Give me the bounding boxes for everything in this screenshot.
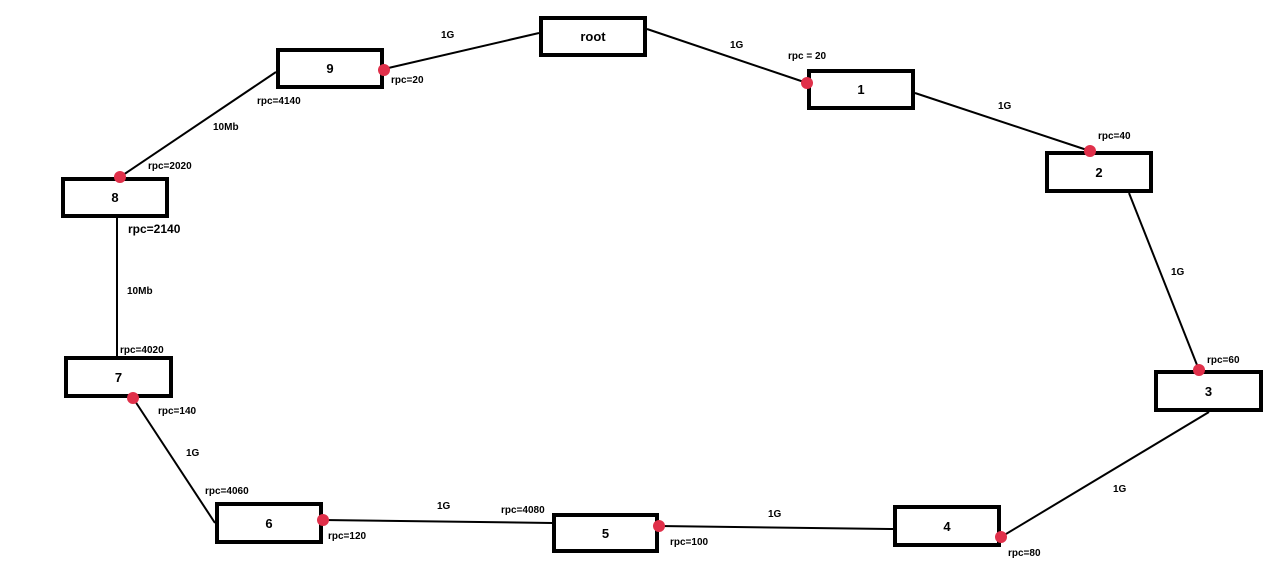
node-5: 5 <box>552 513 659 553</box>
rpc-node-4-port: rpc=80 <box>1008 548 1041 559</box>
rpc-node-5-port: rpc=100 <box>670 537 709 548</box>
port-node-1 <box>801 77 813 89</box>
rpc-node-9-left: rpc=4140 <box>257 96 301 107</box>
node-1-label: 1 <box>857 82 865 97</box>
node-9-label: 9 <box>326 61 334 76</box>
bw-9-root: 1G <box>441 30 455 41</box>
port-node-6 <box>317 514 329 526</box>
link-root-1 <box>646 28 808 84</box>
bw-8-9: 10Mb <box>213 122 239 133</box>
node-8-label: 8 <box>111 190 119 205</box>
node-root-label: root <box>580 29 606 44</box>
port-node-7 <box>127 392 139 404</box>
node-3: 3 <box>1154 370 1263 412</box>
port-node-3 <box>1193 364 1205 376</box>
bw-7-8: 10Mb <box>127 286 153 297</box>
bw-3-4: 1G <box>1113 484 1127 495</box>
link-8-9 <box>119 71 277 178</box>
node-4: 4 <box>893 505 1001 547</box>
port-node-5 <box>653 520 665 532</box>
bw-5-6: 1G <box>437 501 451 512</box>
link-3-4 <box>1000 411 1210 538</box>
node-4-label: 4 <box>943 518 951 534</box>
rpc-node-1-port: rpc = 20 <box>788 51 827 62</box>
node-2-label: 2 <box>1095 164 1103 180</box>
port-node-9 <box>378 64 390 76</box>
link-6-7 <box>132 397 216 524</box>
link-9-root <box>383 32 540 70</box>
rpc-node-7-port: rpc=140 <box>158 406 197 417</box>
port-node-2 <box>1084 145 1096 157</box>
bw-2-3: 1G <box>1171 267 1185 278</box>
node-root: root <box>539 16 647 57</box>
bw-root-1: 1G <box>730 40 744 51</box>
rpc-node-8-bottom: rpc=2140 <box>128 222 181 236</box>
node-9: 9 <box>276 48 384 89</box>
node-2: 2 <box>1045 151 1153 193</box>
link-2-3 <box>1128 192 1200 371</box>
port-node-4 <box>995 531 1007 543</box>
rpc-node-6-port: rpc=120 <box>328 531 367 542</box>
rpc-node-5-left: rpc=4080 <box>501 505 545 516</box>
bw-6-7: 1G <box>186 448 200 459</box>
rpc-node-6-left: rpc=4060 <box>205 486 249 497</box>
node-7: 7 <box>64 356 173 398</box>
link-5-6 <box>322 519 553 524</box>
link-1-2 <box>914 92 1091 152</box>
rpc-node-8-port: rpc=2020 <box>148 161 192 172</box>
port-node-8 <box>114 171 126 183</box>
rpc-node-9-port: rpc=20 <box>391 75 424 86</box>
node-5-label: 5 <box>601 525 610 541</box>
node-6-label: 6 <box>265 515 273 531</box>
rpc-node-3-port: rpc=60 <box>1207 355 1240 366</box>
bw-4-5: 1G <box>768 509 782 520</box>
node-1: 1 <box>807 69 915 110</box>
bw-1-2: 1G <box>998 101 1012 112</box>
node-7-label: 7 <box>114 369 123 385</box>
rpc-node-2-port: rpc=40 <box>1098 131 1131 142</box>
rpc-node-7-top: rpc=4020 <box>120 345 164 356</box>
link-4-5 <box>658 525 894 530</box>
node-3-label: 3 <box>1204 383 1213 399</box>
